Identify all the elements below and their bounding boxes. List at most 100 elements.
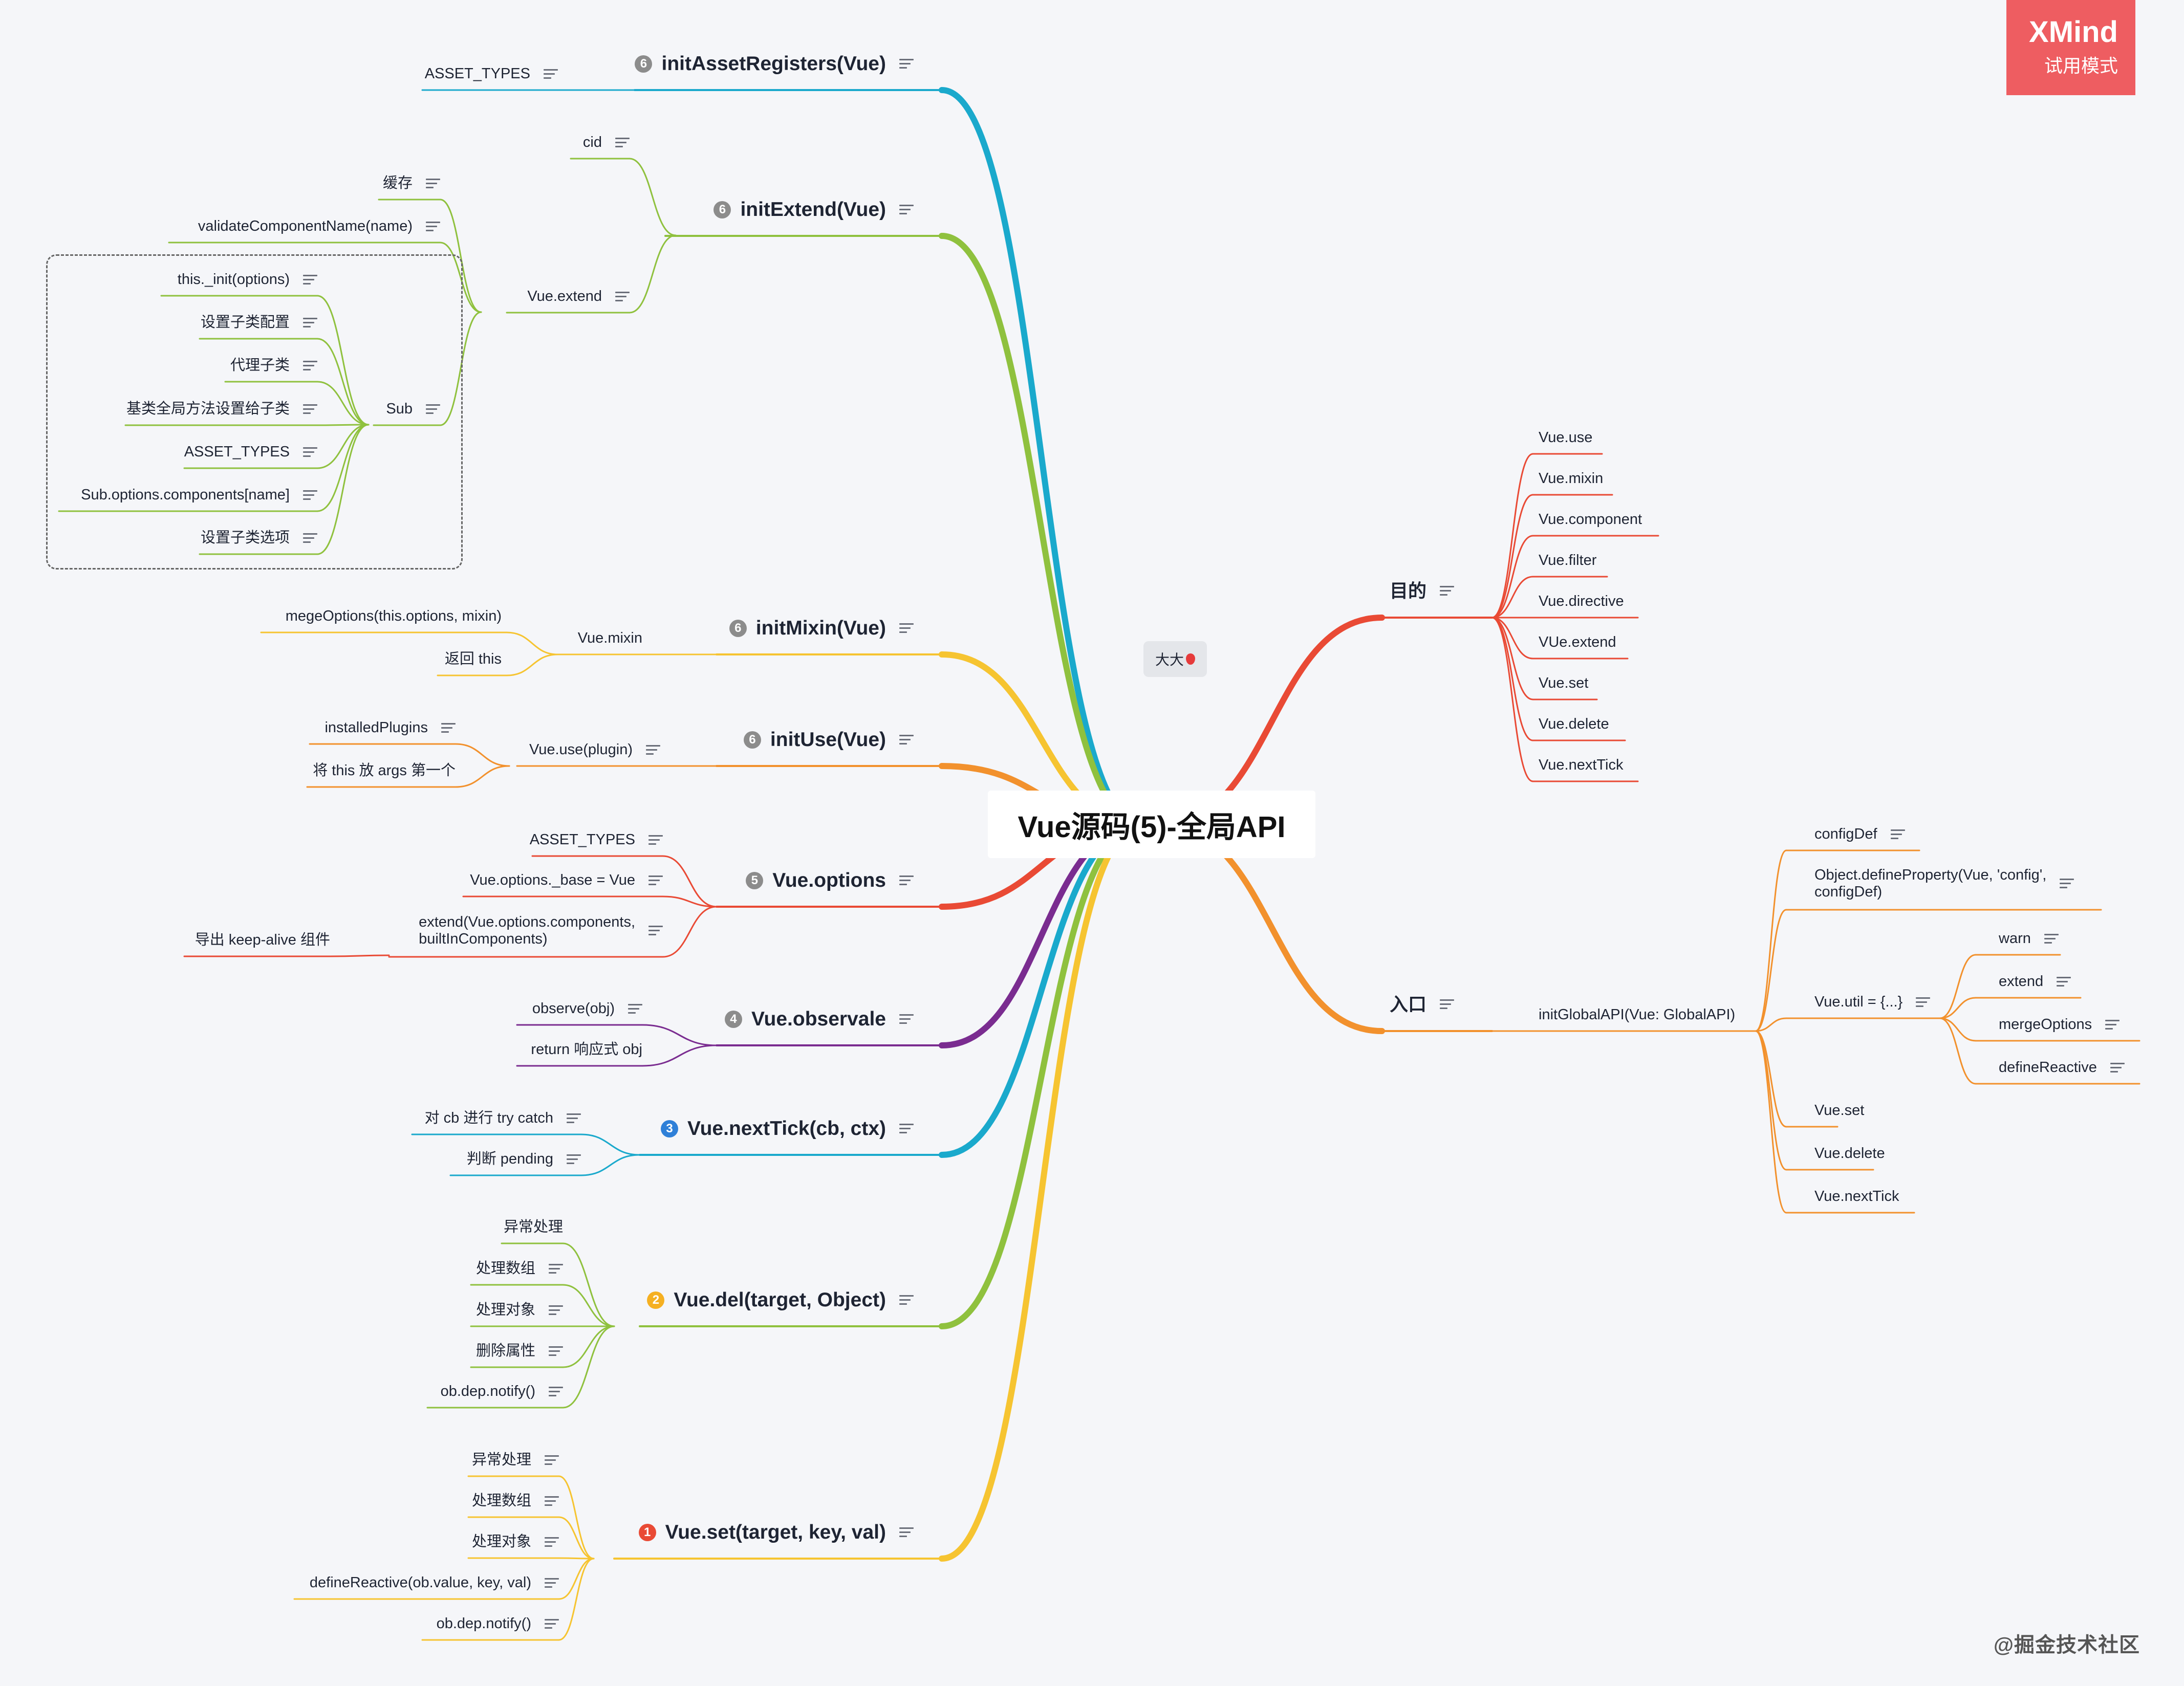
- note-icon[interactable]: [2105, 1019, 2120, 1030]
- note-icon[interactable]: [615, 291, 630, 302]
- note-icon[interactable]: [567, 1113, 581, 1124]
- note-icon[interactable]: [899, 205, 914, 215]
- subtopic-b9-s3[interactable]: 处理对象: [472, 1534, 559, 1550]
- subtopic-b4-u1[interactable]: installedPlugins: [325, 719, 456, 736]
- subtopic-b2-s6[interactable]: Sub.options.components[name]: [81, 487, 317, 503]
- central-topic[interactable]: Vue源码(5)-全局API: [988, 791, 1315, 858]
- note-icon[interactable]: [648, 926, 663, 936]
- note-icon[interactable]: [545, 1496, 559, 1506]
- note-icon[interactable]: [545, 1578, 559, 1588]
- subtopic-r2-c1[interactable]: configDef: [1814, 826, 1905, 843]
- note-icon[interactable]: [615, 137, 630, 148]
- subtopic-r2-u1[interactable]: warn: [1999, 930, 2059, 947]
- subtopic-b3-m2[interactable]: 返回 this: [445, 651, 502, 668]
- note-icon[interactable]: [426, 404, 440, 414]
- floating-topic[interactable]: 大大: [1143, 641, 1207, 677]
- note-icon[interactable]: [426, 178, 440, 189]
- note-icon[interactable]: [2057, 976, 2071, 987]
- note-icon[interactable]: [544, 69, 558, 79]
- note-icon[interactable]: [648, 875, 663, 886]
- subtopic-b2-s4[interactable]: 基类全局方法设置给子类: [126, 401, 317, 418]
- note-icon[interactable]: [549, 1305, 563, 1316]
- branch-topic-r2[interactable]: 入口: [1390, 994, 1455, 1015]
- subtopic-r1-5[interactable]: Vue.directive: [1539, 593, 1624, 610]
- subtopic-b6-o2[interactable]: return 响应式 obj: [531, 1041, 642, 1058]
- note-icon[interactable]: [899, 875, 914, 886]
- note-icon[interactable]: [545, 1455, 559, 1465]
- note-icon[interactable]: [648, 835, 663, 845]
- note-icon[interactable]: [549, 1346, 563, 1356]
- subtopic-b9-s1[interactable]: 异常处理: [472, 1452, 559, 1469]
- note-icon[interactable]: [899, 1527, 914, 1538]
- subtopic-r2-u2[interactable]: extend: [1999, 973, 2071, 990]
- subtopic-b2-cid[interactable]: cid: [583, 134, 630, 151]
- subtopic-b8-d4[interactable]: 删除属性: [476, 1343, 563, 1360]
- subtopic-b2-s7[interactable]: 设置子类选项: [201, 530, 317, 546]
- note-icon[interactable]: [426, 221, 440, 232]
- subtopic-r1-4[interactable]: Vue.filter: [1539, 552, 1596, 569]
- subtopic-r1-3[interactable]: Vue.component: [1539, 511, 1642, 528]
- subtopic-b5-o2[interactable]: Vue.options._base = Vue: [470, 872, 663, 889]
- note-icon[interactable]: [899, 623, 914, 633]
- note-icon[interactable]: [303, 317, 317, 328]
- subtopic-b1-asset[interactable]: ASSET_TYPES: [425, 65, 558, 82]
- note-icon[interactable]: [899, 1014, 914, 1024]
- subtopic-r2-c6[interactable]: Vue.nextTick: [1814, 1188, 1899, 1205]
- subtopic-b2-extend[interactable]: Vue.extend: [527, 288, 630, 305]
- subtopic-r1-2[interactable]: Vue.mixin: [1539, 470, 1603, 487]
- subtopic-b5-o4[interactable]: 导出 keep-alive 组件: [195, 932, 330, 949]
- note-icon[interactable]: [646, 745, 660, 755]
- subtopic-b8-d3[interactable]: 处理对象: [476, 1302, 563, 1319]
- subtopic-r2-u4[interactable]: defineReactive: [1999, 1059, 2125, 1076]
- subtopic-b2-s1[interactable]: this._init(options): [178, 271, 317, 288]
- subtopic-b8-d1[interactable]: 异常处理: [504, 1219, 563, 1236]
- subtopic-r2-u3[interactable]: mergeOptions: [1999, 1016, 2120, 1033]
- branch-topic-r1[interactable]: 目的: [1390, 580, 1455, 601]
- note-icon[interactable]: [567, 1154, 581, 1165]
- subtopic-b2-s2[interactable]: 设置子类配置: [201, 314, 317, 331]
- note-icon[interactable]: [628, 1003, 642, 1014]
- subtopic-b4-use[interactable]: Vue.use(plugin): [529, 741, 660, 758]
- subtopic-b8-d2[interactable]: 处理数组: [476, 1260, 563, 1277]
- note-icon[interactable]: [2060, 879, 2074, 889]
- subtopic-b2-validate[interactable]: validateComponentName(name): [198, 218, 440, 235]
- note-icon[interactable]: [899, 1295, 914, 1305]
- note-icon[interactable]: [545, 1618, 559, 1629]
- note-icon[interactable]: [1440, 999, 1455, 1010]
- subtopic-r1-7[interactable]: Vue.set: [1539, 675, 1588, 692]
- subtopic-b3-m1[interactable]: megeOptions(this.options, mixin): [286, 608, 502, 625]
- subtopic-b3-mixin[interactable]: Vue.mixin: [578, 630, 642, 647]
- subtopic-b2-sub[interactable]: Sub: [386, 401, 440, 418]
- subtopic-b7-n2[interactable]: 判断 pending: [467, 1151, 581, 1168]
- subtopic-b9-s5[interactable]: ob.dep.notify(): [437, 1615, 559, 1632]
- note-icon[interactable]: [303, 404, 317, 414]
- subtopic-b9-s4[interactable]: defineReactive(ob.value, key, val): [310, 1574, 559, 1591]
- subtopic-r2-c4[interactable]: Vue.set: [1814, 1102, 1864, 1119]
- subtopic-b9-s2[interactable]: 处理数组: [472, 1493, 559, 1509]
- subtopic-b6-o1[interactable]: observe(obj): [532, 1000, 642, 1017]
- note-icon[interactable]: [303, 533, 317, 543]
- subtopic-b5-o1[interactable]: ASSET_TYPES: [530, 831, 663, 848]
- note-icon[interactable]: [1916, 997, 1931, 1008]
- subtopic-b2-s5[interactable]: ASSET_TYPES: [184, 444, 317, 461]
- note-icon[interactable]: [303, 490, 317, 500]
- subtopic-b5-o3[interactable]: extend(Vue.options.components, builtInCo…: [419, 914, 663, 948]
- note-icon[interactable]: [303, 274, 317, 285]
- subtopic-r2-c5[interactable]: Vue.delete: [1814, 1145, 1885, 1162]
- subtopic-b2-cache[interactable]: 缓存: [383, 175, 440, 192]
- note-icon[interactable]: [899, 1124, 914, 1134]
- note-icon[interactable]: [1890, 829, 1905, 840]
- note-icon[interactable]: [441, 722, 456, 733]
- note-icon[interactable]: [545, 1537, 559, 1547]
- subtopic-r1-6[interactable]: VUe.extend: [1539, 634, 1616, 651]
- subtopic-r2-c2[interactable]: Object.defineProperty(Vue, 'config', con…: [1814, 867, 2074, 901]
- note-icon[interactable]: [899, 59, 914, 69]
- subtopic-r1-9[interactable]: Vue.nextTick: [1539, 757, 1623, 774]
- subtopic-r1-1[interactable]: Vue.use: [1539, 429, 1592, 446]
